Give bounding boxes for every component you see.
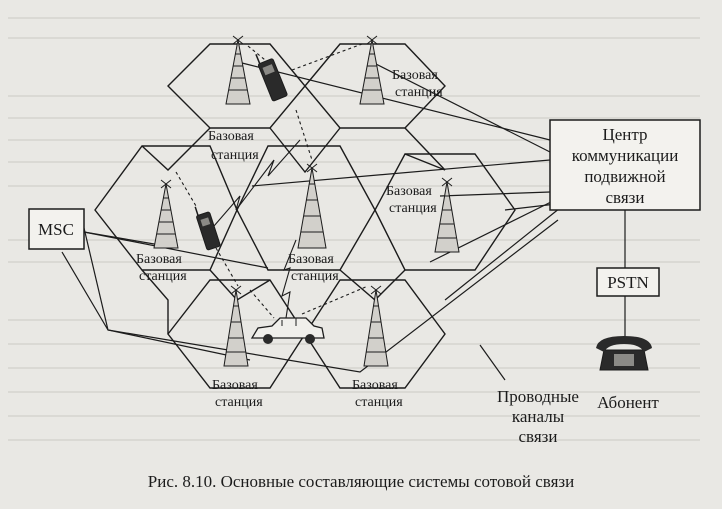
label-line: станция (291, 269, 339, 284)
cell-edge-c (404, 127, 446, 171)
cell-edge-e (339, 269, 406, 301)
center-label-line: подвижной (584, 167, 665, 186)
cell-bottom-right (304, 279, 446, 389)
label-line: Базовая (136, 252, 182, 267)
pstn-label: PSTN (607, 273, 649, 292)
antenna-towers (153, 35, 460, 367)
msc-label: MSC (38, 220, 74, 239)
base-station-label: Базовая станция (392, 68, 443, 100)
pstn-box (596, 267, 660, 297)
antenna-tower-icon (297, 163, 327, 249)
background-texture (8, 17, 700, 441)
cell-grid (94, 43, 516, 389)
base-station-label: Базовая станция (386, 184, 437, 216)
antenna-tower-icon (363, 285, 389, 367)
label-line: станция (211, 148, 259, 163)
cell-edge-b (269, 127, 341, 174)
antenna-tower-icon (223, 285, 249, 367)
cell-edge-a (141, 127, 211, 171)
car-icon (250, 317, 325, 344)
msc-box (28, 208, 85, 250)
label-line: станция (395, 85, 443, 100)
radio-links (175, 43, 369, 319)
subscriber-label: Абонент (597, 393, 659, 412)
label-line: Базовая (392, 68, 438, 83)
base-station-label: Базовая станция (352, 378, 403, 410)
label-line: станция (215, 395, 263, 410)
antenna-tower-icon (153, 179, 179, 249)
base-station-label: Базовая станция (136, 252, 187, 284)
center-box (549, 119, 701, 211)
wired-links-label: Проводные каналы связи (497, 387, 579, 446)
label-line: Базовая (212, 378, 258, 393)
base-station-label: Базовая станция (212, 378, 263, 410)
label-line: Базовая (352, 378, 398, 393)
base-station-label: Базовая станция (208, 129, 259, 163)
mobile-phone-icon (194, 206, 221, 251)
center-label-line: Центр (602, 125, 647, 144)
wired-label-line: Проводные (497, 387, 579, 406)
base-station-label: Базовая станция (288, 252, 339, 284)
label-line: Базовая (288, 252, 334, 267)
label-line: станция (139, 269, 187, 284)
mobile-phone-icon (255, 54, 288, 102)
antenna-tower-icon (359, 35, 385, 105)
label-line: станция (389, 201, 437, 216)
figure-caption: Рис. 8.10. Основные составляющие системы… (148, 472, 574, 491)
wired-label-line: каналы (512, 407, 565, 426)
antenna-tower-icon (225, 35, 251, 105)
label-line: Базовая (386, 184, 432, 199)
label-line: Базовая (208, 129, 254, 144)
wired-label-line: связи (519, 427, 558, 446)
antenna-tower-icon (434, 177, 460, 253)
cell-edge-f (141, 269, 169, 334)
center-label-line: коммуникации (572, 146, 679, 165)
center-label-line: связи (606, 188, 645, 207)
center-label: Центр коммуникации подвижной связи (572, 125, 679, 207)
label-line: станция (355, 395, 403, 410)
wired-links (61, 61, 626, 381)
telephone-icon (596, 336, 652, 371)
cell-edge-d (209, 269, 271, 301)
